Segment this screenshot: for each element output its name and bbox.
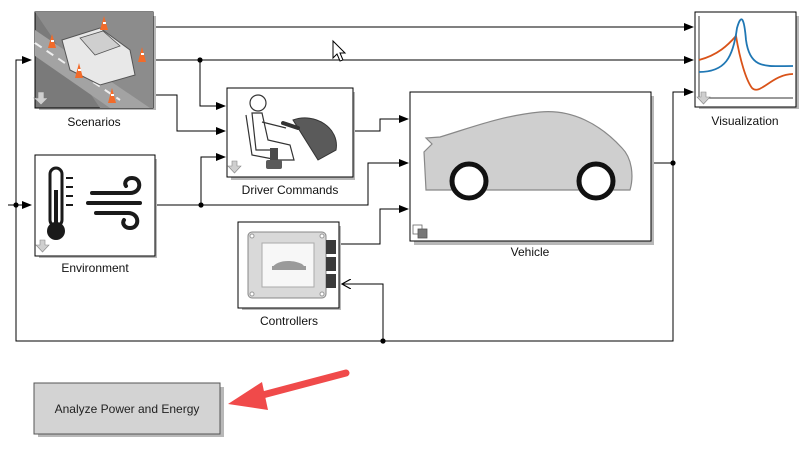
block-body <box>226 87 354 178</box>
visualization-block[interactable]: Visualization <box>694 11 799 128</box>
environment-block[interactable]: Environment <box>34 154 157 275</box>
wire-environment-to-vehicle[interactable] <box>201 159 409 206</box>
traffic-cone-icon <box>48 16 146 103</box>
wire-environment-to-driver[interactable] <box>155 153 226 206</box>
down-arrow-icon <box>227 160 242 174</box>
branch-point <box>13 202 19 208</box>
driver-commands-block[interactable]: Driver Commands <box>226 87 355 197</box>
wire-driver-to-vehicle[interactable] <box>353 115 409 132</box>
visualization-label: Visualization <box>711 114 778 128</box>
driver-commands-label: Driver Commands <box>242 183 339 197</box>
mouse-cursor-icon <box>332 39 347 62</box>
ecu-icon <box>247 231 336 299</box>
down-arrow-icon <box>35 239 50 253</box>
analyze-power-energy-button[interactable]: Analyze Power and Energy <box>33 382 224 437</box>
wire-feedback-to-controllers[interactable] <box>342 284 384 341</box>
plot-icon <box>698 16 794 99</box>
vehicle-block[interactable]: Vehicle <box>409 91 654 259</box>
subsystem-icon <box>412 224 428 239</box>
wire-feedback-to-scenarios[interactable] <box>15 56 674 342</box>
environment-label: Environment <box>61 261 129 275</box>
button-body <box>33 382 221 435</box>
wire-scenarios-to-driver-1[interactable] <box>199 60 226 110</box>
wind-icon <box>86 175 142 231</box>
analyze-button-label: Analyze Power and Energy <box>55 402 200 416</box>
wire-vehicle-to-visualization[interactable] <box>651 88 694 164</box>
down-arrow-icon <box>696 91 711 105</box>
controllers-block[interactable]: Controllers <box>237 221 341 328</box>
annotation-arrow-icon <box>228 369 350 410</box>
car-silhouette-icon <box>423 111 633 201</box>
branch-point <box>197 57 203 63</box>
block-body <box>694 11 797 108</box>
branch-point <box>670 160 676 166</box>
signal-lines <box>8 23 694 344</box>
vehicle-label: Vehicle <box>511 245 550 259</box>
scenarios-block[interactable]: Scenarios <box>33 11 156 129</box>
thermometer-icon <box>47 166 73 240</box>
scenarios-label: Scenarios <box>67 115 120 129</box>
wire-controllers-to-vehicle[interactable] <box>339 205 409 245</box>
wire-scenarios-to-driver-2[interactable] <box>153 94 226 135</box>
down-arrow-icon <box>33 91 49 106</box>
driver-seat-icon <box>245 94 337 169</box>
branch-point <box>198 202 204 208</box>
controllers-label: Controllers <box>260 314 318 328</box>
branch-point <box>380 338 386 344</box>
